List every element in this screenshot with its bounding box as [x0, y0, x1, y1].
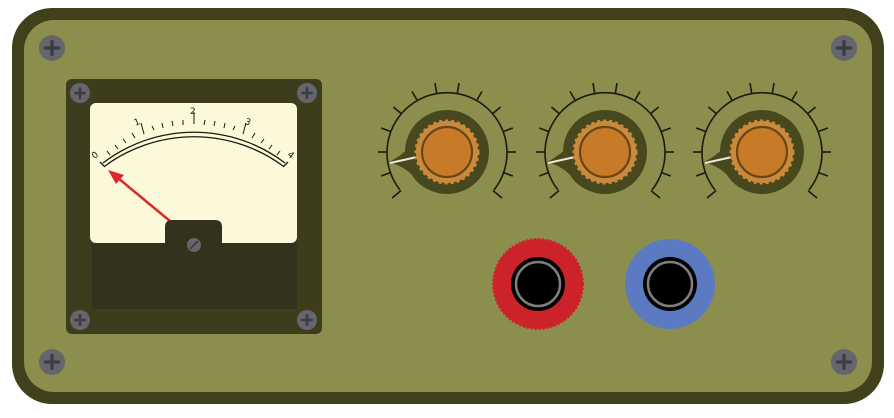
- screw-icon: [70, 83, 90, 103]
- analog-meter: 0 1 2 3 4: [66, 79, 322, 334]
- screw-icon: [297, 310, 317, 330]
- screw-icon: [39, 35, 65, 61]
- meter-needle: [108, 170, 177, 227]
- screw-icon: [831, 35, 857, 61]
- jack-blue[interactable]: [625, 239, 715, 329]
- jack-red[interactable]: [492, 238, 584, 330]
- screw-icon: [831, 349, 857, 375]
- screw-icon: [39, 349, 65, 375]
- meter-scale-label: 0: [90, 150, 101, 162]
- meter-scale-label: 1: [133, 117, 142, 128]
- meter-face: [90, 103, 297, 243]
- screw-icon: [70, 310, 90, 330]
- meter-scale-label: 3: [243, 117, 252, 128]
- screw-icon: [297, 83, 317, 103]
- meter-scale-label: 2: [190, 107, 196, 117]
- zero-adjust-screw[interactable]: [187, 238, 201, 252]
- meter-scale-label: 4: [285, 150, 296, 162]
